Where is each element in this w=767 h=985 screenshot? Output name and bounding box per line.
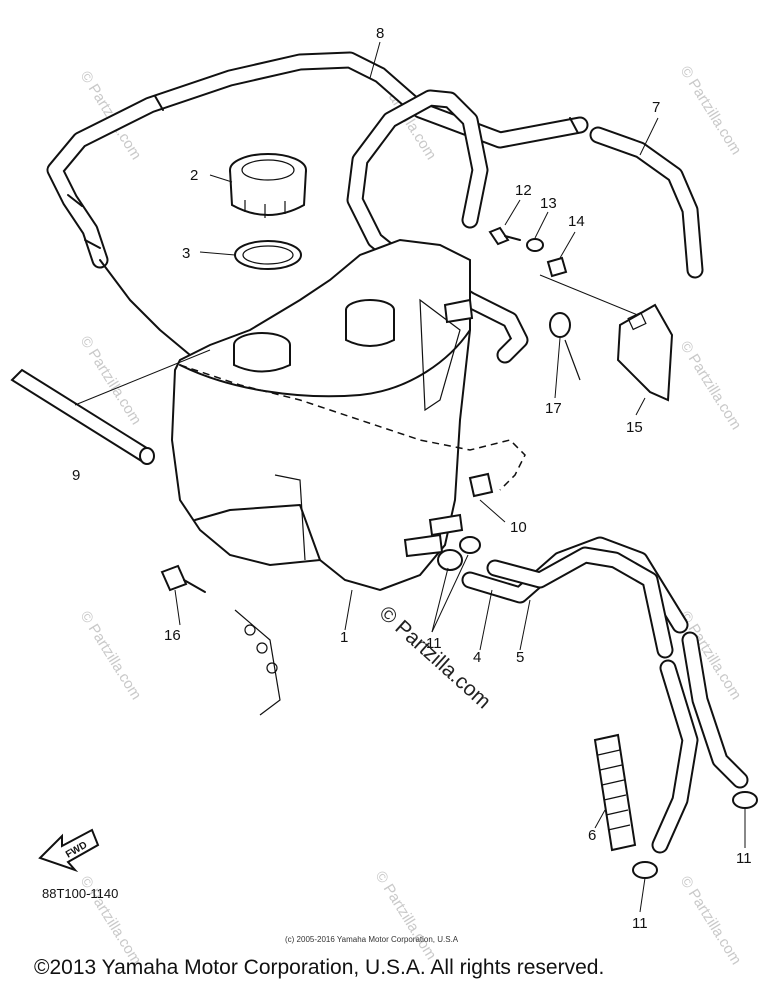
callout-3: 3 — [182, 245, 190, 262]
callout-2: 2 — [190, 167, 198, 184]
joint-10 — [468, 472, 494, 498]
callout-5: 5 — [516, 649, 524, 666]
callout-numbers: 1 2 3 4 5 6 7 8 9 10 11 11 11 12 13 14 1… — [72, 25, 752, 932]
fasteners-top-right — [488, 226, 651, 321]
hose-9 — [10, 349, 211, 465]
fuel-cap — [229, 153, 307, 218]
protector-hose — [593, 733, 637, 852]
callout-4: 4 — [473, 649, 481, 666]
callout-15: 15 — [626, 419, 643, 436]
callout-9: 9 — [72, 467, 80, 484]
callout-10: 10 — [510, 519, 527, 536]
callout-11: 11 — [426, 635, 442, 652]
watermark: © Partzilla.com — [77, 608, 145, 703]
callout-17: 17 — [545, 400, 562, 417]
callout-6: 6 — [588, 827, 596, 844]
callout-1: 1 — [340, 629, 348, 646]
callout-11: 11 — [736, 850, 752, 867]
callout-7: 7 — [652, 99, 660, 116]
callout-13: 13 — [540, 195, 557, 212]
callout-11: 11 — [632, 915, 648, 932]
hose-clamps — [437, 536, 758, 879]
forward-arrow-icon: FWD — [38, 828, 100, 873]
hose-7 — [346, 89, 704, 364]
hoses-4-5 — [461, 536, 749, 854]
callout-8: 8 — [376, 25, 384, 42]
leader-lines — [174, 41, 746, 913]
bolt-16 — [160, 564, 281, 716]
gasket-ring — [234, 240, 302, 270]
bolt-17 — [549, 312, 581, 381]
callout-12: 12 — [515, 182, 532, 199]
watermark: © Partzilla.com — [677, 873, 745, 968]
copyright-notice: ©2013 Yamaha Motor Corporation, U.S.A. A… — [34, 956, 604, 979]
callout-16: 16 — [164, 627, 181, 644]
watermark: © Partzilla.com — [372, 868, 440, 963]
callout-14: 14 — [568, 213, 585, 230]
watermark: © Partzilla.com — [677, 338, 745, 433]
small-copyright: (c) 2005-2016 Yamaha Motor Corporation, … — [285, 935, 459, 944]
fuel-tank — [170, 238, 526, 592]
bracket — [616, 303, 674, 402]
diagram-part-number: 88T100-1140 — [42, 886, 118, 901]
watermark: © Partzilla.com — [677, 63, 745, 158]
